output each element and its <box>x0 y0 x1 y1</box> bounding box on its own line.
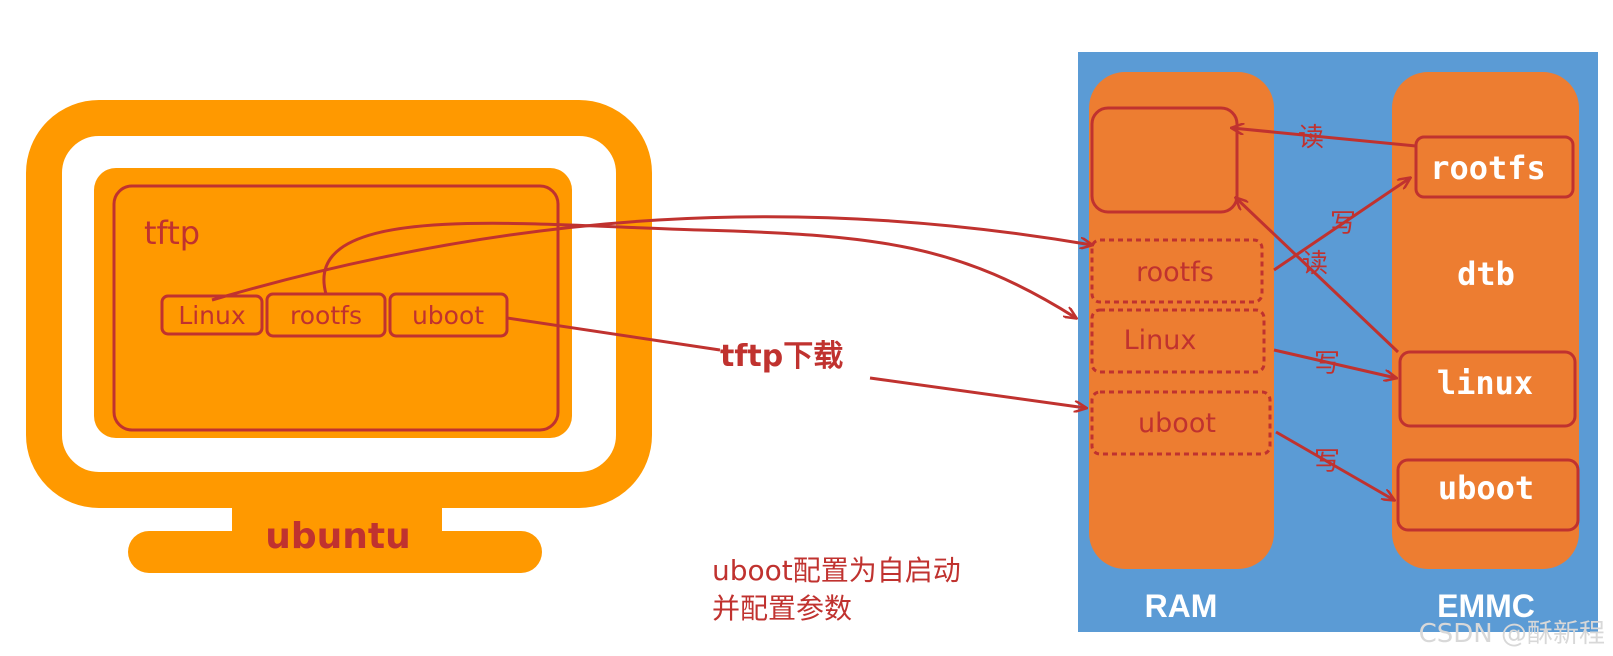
ram-slot-rootfs <box>1090 238 1264 304</box>
ubuntu-label: ubuntu <box>265 516 411 557</box>
arrow-rootfs-to-ram <box>322 221 1076 318</box>
arrow-write-linux <box>1273 348 1396 378</box>
emmc-uboot <box>1396 458 1580 532</box>
caption-line-1: uboot配置为自启动 <box>712 554 961 587</box>
tftp-frame <box>112 184 560 432</box>
emmc-dtb-label: dtb <box>1457 255 1515 293</box>
file-uboot: uboot <box>388 292 509 338</box>
ram-empty-slot <box>1090 106 1239 214</box>
arrow-read-linux <box>1236 198 1400 354</box>
ram-slot-rootfs-label: rootfs <box>1136 257 1214 288</box>
ram-slot-uboot-label: uboot <box>1138 408 1216 439</box>
ubuntu-monitor: tftp Linux rootfs uboot ubuntu <box>26 100 652 573</box>
write-label-1: 写 <box>1330 209 1356 239</box>
watermark: CSDN @酥新程 <box>1418 619 1605 649</box>
ram-slot-linux <box>1090 308 1266 374</box>
emmc-rootfs-label: rootfs <box>1430 149 1546 187</box>
read-label-1: 读 <box>1298 123 1324 153</box>
emmc-arrows <box>1232 128 1417 500</box>
ram-slot-uboot <box>1090 390 1272 456</box>
monitor-stand <box>128 531 542 573</box>
file-rootfs-label: rootfs <box>290 301 362 330</box>
write-label-3: 写 <box>1314 447 1340 477</box>
read-label-2: 读 <box>1302 249 1328 279</box>
caption-line-2: 并配置参数 <box>712 592 853 625</box>
file-linux-label: Linux <box>178 301 245 330</box>
emmc-block: rootfs dtb linux uboot EMMC <box>1392 72 1580 624</box>
ram-column <box>1089 72 1274 569</box>
ram-label: RAM <box>1145 588 1218 624</box>
file-rootfs: rootfs <box>265 292 387 338</box>
emmc-rootfs <box>1414 135 1575 199</box>
tftp-download-label: tftp下载 <box>720 339 843 374</box>
monitor-screen <box>94 168 572 438</box>
arrow-uboot-start <box>506 316 721 352</box>
file-linux: Linux <box>160 294 264 336</box>
ram-slot-linux-label: Linux <box>1124 325 1197 356</box>
emmc-label: EMMC <box>1437 588 1535 624</box>
tftp-label: tftp <box>144 214 200 252</box>
hardware-panel: rootfs Linux uboot RAM rootfs dtb linux … <box>1078 52 1598 632</box>
emmc-uboot-label: uboot <box>1438 469 1534 507</box>
emmc-linux <box>1398 350 1577 428</box>
file-uboot-label: uboot <box>412 301 484 330</box>
monitor-frame <box>26 100 652 508</box>
arrow-uboot-to-ram <box>869 376 1086 408</box>
ram-block: rootfs Linux uboot RAM <box>1089 72 1274 624</box>
arrow-read-rootfs <box>1232 128 1417 148</box>
arrow-linux-to-ram <box>211 215 1092 302</box>
emmc-linux-label: linux <box>1437 364 1533 402</box>
tftp-arrows <box>211 215 1092 408</box>
arrow-write-uboot <box>1275 430 1394 500</box>
write-label-2: 写 <box>1314 349 1340 379</box>
